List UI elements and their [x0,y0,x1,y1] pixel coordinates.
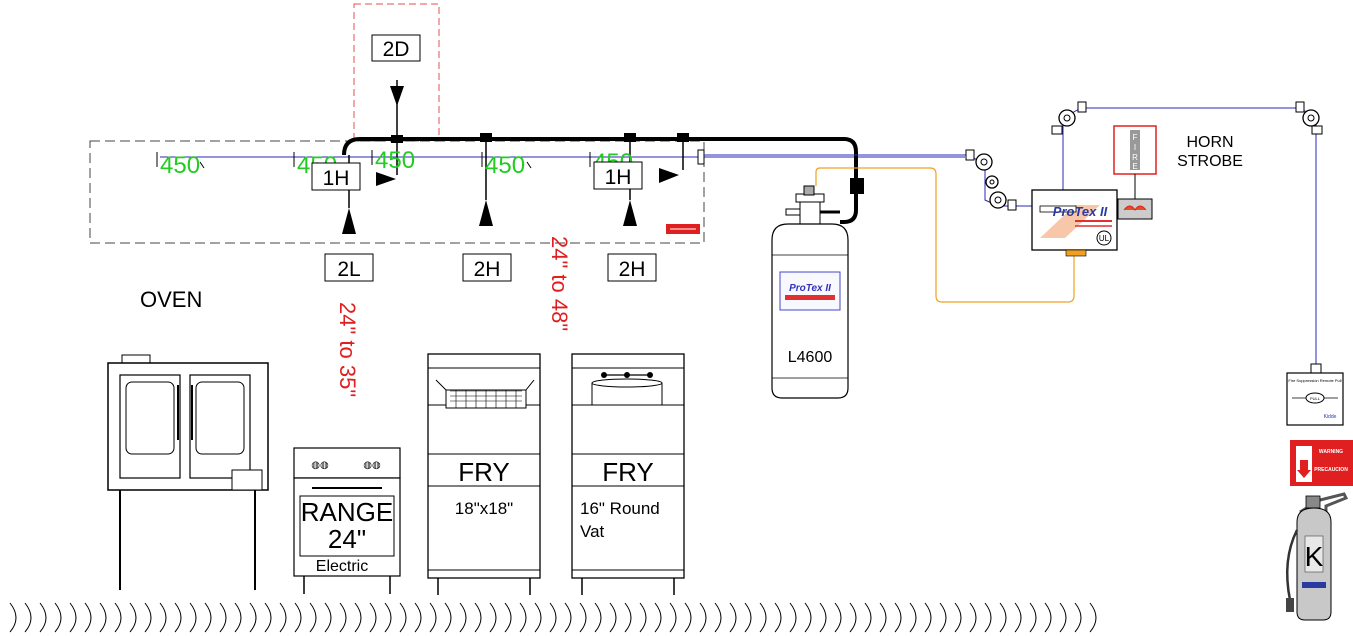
micro-switch-icon [1117,198,1153,220]
svg-text:FRY: FRY [458,457,510,487]
svg-text:L4600: L4600 [788,349,833,366]
svg-text:Kidde: Kidde [1324,414,1337,420]
svg-text:K: K [1305,541,1324,572]
svg-text:PRECAUCION: PRECAUCION [1314,467,1348,473]
pulley-elbow-icon [985,175,999,189]
nozzle-height-range: 24" to 48" [547,236,572,331]
pulley-elbow-icon [1051,101,1087,135]
svg-text:RANGE: RANGE [301,497,393,527]
pulley-elbow-icon [1295,101,1323,135]
svg-text:PULL: PULL [1310,396,1321,401]
svg-text:450: 450 [160,152,200,179]
hood-nozzle-label-box [311,162,361,191]
horn-strobe-label: STROBE [1177,153,1243,170]
actuation-line [815,167,1075,303]
svg-text:◍◍: ◍◍ [311,460,329,471]
nozzle-height-range: 24" to 35" [335,302,360,397]
svg-text:FRY: FRY [602,457,654,487]
duct-label-box [371,34,421,62]
fusible-link: 450 [371,147,415,174]
horn-strobe-label: HORN [1186,134,1233,151]
plenum-nozzle-icon [376,172,396,186]
svg-text:I: I [1134,143,1136,152]
agent-cylinder: ProTex II L4600 [771,185,849,399]
fryer-18x18: FRY 18"x18" [427,353,541,595]
appliance-nozzle-icon [623,200,637,226]
convection-oven [107,354,269,590]
svg-text:Fire Suppression Remote Pull: Fire Suppression Remote Pull [1288,378,1341,383]
svg-text:Electric: Electric [316,558,368,575]
remote-pull-station: Fire Suppression Remote Pull PULL Kidde [1286,363,1344,426]
svg-text:24": 24" [328,524,366,554]
appliance-nozzle-label-box [607,253,657,282]
k-class-extinguisher: K [1285,492,1349,621]
agent-pipe-main [342,137,858,224]
svg-text:18"x18": 18"x18" [455,499,513,518]
warning-placard: WARNING PRECAUCION [1290,440,1353,486]
svg-text:UL: UL [1099,234,1110,243]
pulley-elbow-icon [989,191,1017,211]
appliance-nozzle-label-box [324,253,374,282]
svg-text:450: 450 [485,152,525,179]
svg-text:◍◍: ◍◍ [363,460,381,471]
range-appliance: ◍◍ ◍◍ RANGE 24" Electric [293,447,401,594]
svg-text:WARNING: WARNING [1319,449,1343,455]
fire-alarm-box: F I R E [1113,125,1157,175]
svg-text:E: E [1132,162,1137,171]
appliance-nozzle-icon [342,208,356,234]
duct-nozzle-icon [390,86,404,106]
pulley-elbow-icon [965,149,993,171]
control-head: ProTex II UL [1031,189,1118,257]
appliance-nozzle-label: 2H [474,258,501,281]
pipe-tee-fitting [850,178,864,194]
protex-logo [779,271,841,311]
plenum-nozzle-icon [659,168,679,183]
fusible-link: 450 [481,152,532,179]
fryer-16-round-vat: FRY 16" Round Vat [571,353,685,595]
svg-text:F: F [1133,133,1138,142]
svg-text:16" Round: 16" Round [580,499,660,518]
detector-bracket [697,149,705,165]
svg-text:450: 450 [375,147,415,174]
appliance-nozzle-icon [479,200,493,226]
floor-hatch [9,602,1097,633]
svg-text:ProTex II: ProTex II [789,283,831,294]
svg-text:R: R [1132,153,1138,162]
hood-nozzle-label: 1H [323,167,350,190]
appliance-nozzle-label: 2L [337,258,360,281]
svg-text:Vat: Vat [580,522,605,541]
appliance-nozzle-label-box [462,253,512,282]
hood-nozzle-label: 1H [605,166,632,189]
appliance-nozzle-label: 2H [619,258,646,281]
svg-text:ProTex II: ProTex II [1053,204,1108,219]
duct-label: 2D [383,38,410,61]
fusible-link: 450 [156,152,205,179]
oven-label: OVEN [140,287,202,312]
hood-nozzle-label-box [593,161,643,190]
